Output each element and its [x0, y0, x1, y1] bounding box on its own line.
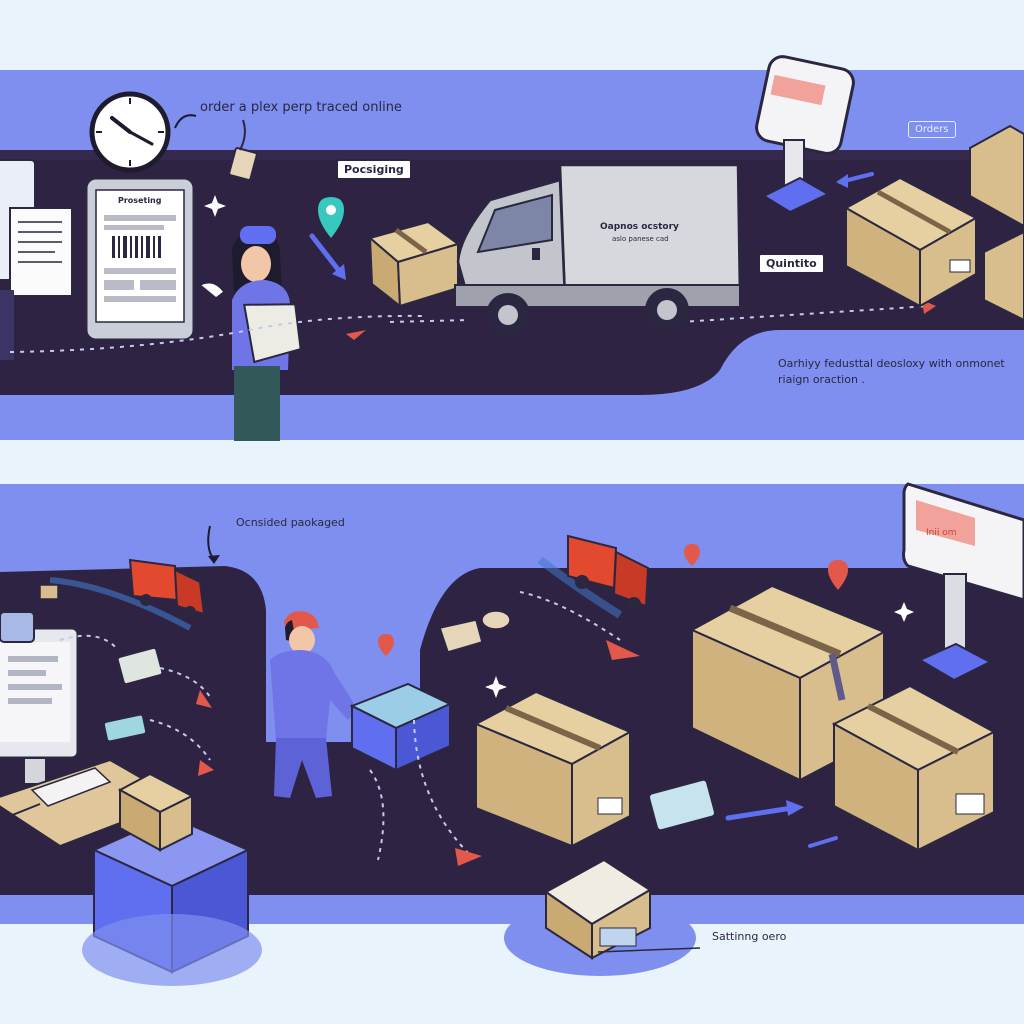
tablet-device — [84, 176, 196, 342]
van-text-line2: aslo panese cad — [612, 235, 669, 243]
cardboard-box-center — [473, 690, 633, 848]
package-crate — [349, 682, 453, 772]
red-truck-2 — [537, 534, 650, 619]
red-truck — [128, 558, 206, 618]
tablet-title: Proseting — [118, 196, 162, 205]
delivery-van — [454, 163, 742, 337]
sparkle-icon — [204, 195, 226, 217]
caption-pointer — [174, 114, 197, 129]
callout-line — [597, 947, 701, 953]
box-stack-top — [843, 124, 1024, 322]
tag-orders: Orders — [908, 121, 956, 138]
location-pin-icon — [318, 197, 344, 238]
cardboard-box-right — [831, 684, 997, 852]
sparkle-icon — [485, 676, 507, 698]
product-item — [648, 778, 716, 832]
package-item — [0, 611, 35, 643]
clock-icon — [89, 91, 171, 173]
caption-packaged: Ocnsided paokaged — [236, 516, 345, 529]
flow-arrow — [725, 805, 795, 821]
cardboard-box — [367, 220, 461, 309]
delivery-worker — [270, 611, 358, 798]
location-pin-icon — [378, 634, 394, 656]
note-line1: Oarhiyy fedusttal deosloxy with onmonet — [778, 357, 1005, 370]
tag-quantity: Quintito — [758, 253, 825, 274]
van-text-line1: Oapnos ocstory — [600, 222, 679, 232]
caption-sorting: Sattinng oero — [712, 930, 787, 943]
documents-stack — [0, 159, 73, 360]
keyboard — [30, 767, 112, 807]
cardboard-box-small — [117, 772, 195, 852]
signpost — [755, 55, 855, 214]
computer-monitor — [0, 626, 80, 785]
sign-text: Inii om — [926, 528, 957, 538]
tag-processing: Pocsiging — [336, 159, 412, 180]
flow-arrow — [309, 233, 343, 275]
signpost-bottom — [902, 482, 1024, 682]
cardboard-box-sorting — [544, 858, 652, 960]
note-line2: riaign oraction . — [778, 373, 865, 386]
caption-order: order a plex perp traced online — [200, 100, 402, 115]
woman-worker — [198, 226, 302, 441]
